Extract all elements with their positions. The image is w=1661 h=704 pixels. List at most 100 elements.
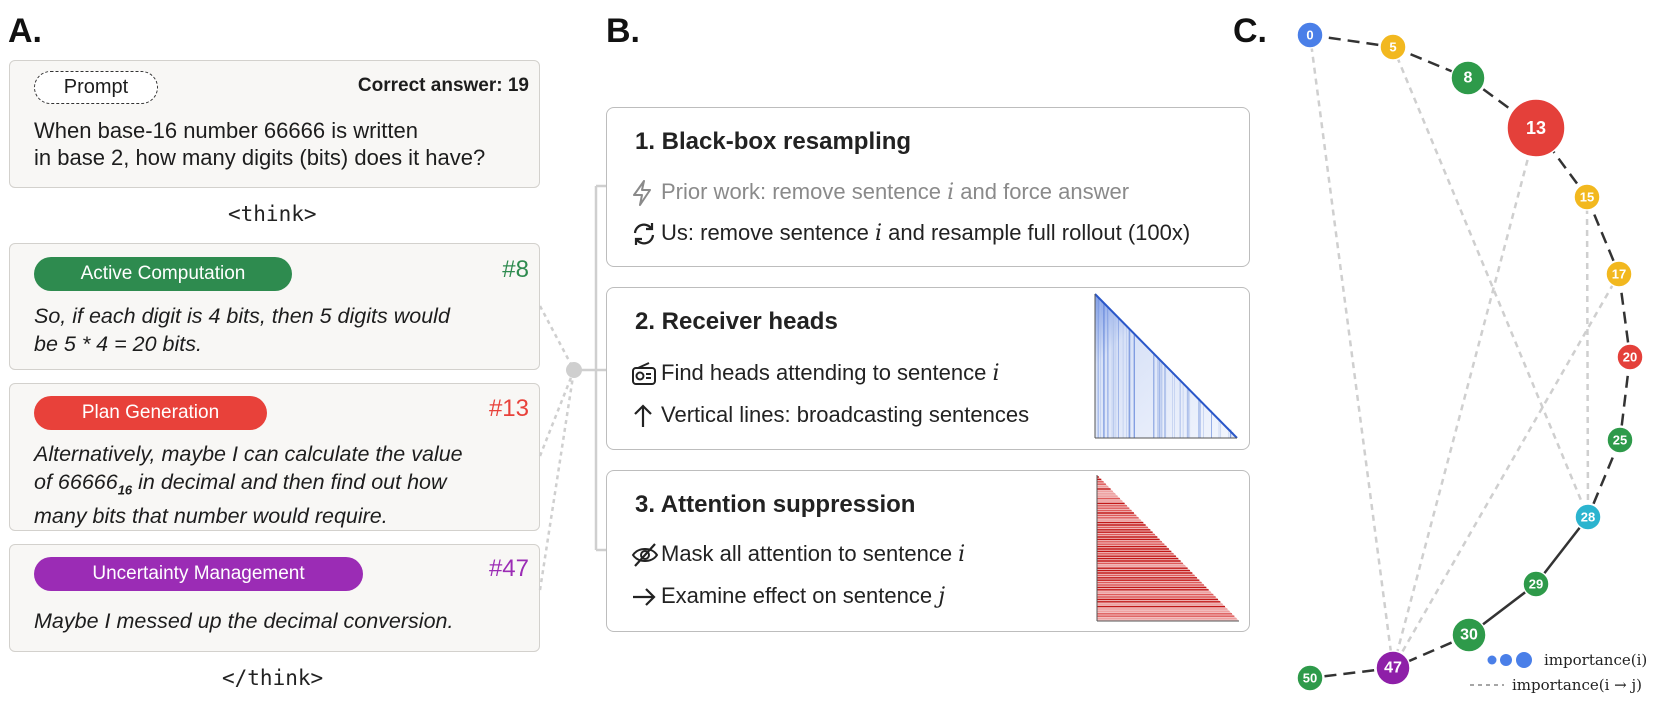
method-box-attention-suppression: 3. Attention suppression Mask all attent… <box>606 470 1250 632</box>
node-label: 0 <box>1306 28 1313 43</box>
panel-b-label: B. <box>606 12 640 50</box>
eye-off-icon <box>631 542 661 568</box>
sentence-card-8: Active Computation #8 So, if each digit … <box>9 243 540 370</box>
sentence-node-17: 17 <box>1605 260 1633 288</box>
prompt-pill: Prompt <box>34 71 158 104</box>
method-text: and resample full rollout (100x) <box>882 220 1191 245</box>
think-open-tag: <think> <box>228 202 317 226</box>
method-line: Prior work: remove sentence i and force … <box>631 179 1130 207</box>
sequence-edge <box>1586 439 1622 518</box>
arrow-right-icon <box>631 585 661 609</box>
correct-answer: Correct answer: 19 <box>357 75 529 96</box>
node-circle <box>1375 650 1411 686</box>
connector <box>538 184 606 591</box>
node-label: 29 <box>1529 577 1543 592</box>
legend-dot <box>1487 655 1497 665</box>
dependency-edge <box>1391 273 1621 669</box>
legend-dot <box>1516 652 1532 668</box>
sentence-number: #47 <box>488 555 529 582</box>
sequence-edge <box>1617 273 1632 358</box>
sentence-card-47: Uncertainty Management #47 Maybe I messe… <box>9 544 540 652</box>
sentence-node-28: 28 <box>1574 503 1602 531</box>
lightning-icon <box>631 180 661 207</box>
sequence-edge <box>1534 127 1589 198</box>
sentence-node-30: 30 <box>1451 617 1487 653</box>
think-close-tag: </think> <box>222 666 324 690</box>
node-label: 17 <box>1612 267 1626 282</box>
legend-dot <box>1500 654 1512 666</box>
method-text: Find heads attending to sentence <box>661 360 993 385</box>
sentence-node-15: 15 <box>1573 183 1601 211</box>
sentence-number: #8 <box>502 256 529 283</box>
node-circle <box>1573 183 1601 211</box>
sentence-node-29: 29 <box>1522 570 1550 598</box>
method-text: Vertical lines: broadcasting sentences <box>661 402 1030 427</box>
sentence-variable: j <box>938 584 946 609</box>
box-title: 2. Receiver heads <box>635 308 838 335</box>
sequence-edge <box>1618 356 1632 441</box>
node-circle <box>1296 21 1324 49</box>
method-text: and force answer <box>954 179 1130 204</box>
node-label: 8 <box>1464 70 1473 87</box>
node-circle <box>1450 60 1486 96</box>
sentence-node-5: 5 <box>1379 33 1407 61</box>
method-box-resampling: 1. Black-box resampling Prior work: remo… <box>606 107 1250 267</box>
node-circle <box>1379 33 1407 61</box>
legend-edge-label: importance(i → j) <box>1512 676 1642 694</box>
panel-a-label: A. <box>8 12 42 50</box>
prompt-line: in base 2, how many digits (bits) does i… <box>34 145 486 170</box>
sentence-number: #13 <box>488 395 529 422</box>
node-circle <box>1605 260 1633 288</box>
method-text: Examine effect on sentence <box>661 583 939 608</box>
sentence-text: So, if each digit is 4 bits, then 5 digi… <box>34 303 529 358</box>
sentence-fragment: of 66666 <box>34 469 118 494</box>
category-tag: Plan Generation <box>34 396 267 430</box>
method-text: Us: remove sentence <box>661 220 875 245</box>
sentence-line: Alternatively, maybe I can calculate the… <box>34 442 463 466</box>
radio-icon <box>631 362 661 386</box>
method-line: Find heads attending to sentence i <box>631 360 1000 386</box>
sequence-edge <box>1392 633 1470 670</box>
sequence-edge <box>1585 196 1621 275</box>
sentence-text: Alternatively, maybe I can calculate the… <box>34 441 529 531</box>
node-label: 20 <box>1623 350 1637 365</box>
node-label: 13 <box>1526 118 1546 138</box>
dependency-edge <box>1391 127 1538 669</box>
node-label: 50 <box>1303 671 1317 686</box>
box-title: 1. Black-box resampling <box>635 128 912 155</box>
node-circle <box>1574 503 1602 531</box>
method-line: Mask all attention to sentence i <box>631 541 965 568</box>
connector-dash <box>538 369 576 457</box>
node-label: 15 <box>1580 190 1594 205</box>
sentence-line: So, if each digit is 4 bits, then 5 digi… <box>34 304 450 328</box>
node-circle <box>1522 570 1550 598</box>
method-text: Prior work: remove sentence <box>661 179 948 204</box>
base-subscript: 16 <box>117 481 133 497</box>
prompt-text: When base-16 number 66666 is written in … <box>34 117 529 171</box>
node-circle <box>1506 98 1566 158</box>
category-tag: Active Computation <box>34 257 292 291</box>
sentence-line: many bits that number would require. <box>34 504 388 529</box>
node-label: 25 <box>1613 433 1627 448</box>
sentence-node-20: 20 <box>1616 343 1644 371</box>
connector-dash <box>538 369 576 591</box>
method-box-receiver-heads: 2. Receiver heads Find heads attending t… <box>606 287 1250 450</box>
prompt-line: When base-16 number 66666 is written <box>34 118 418 143</box>
sequence-edge <box>1467 76 1537 130</box>
connector-dash <box>538 305 576 371</box>
box-title: 3. Attention suppression <box>635 491 916 518</box>
sequence-edge <box>1535 516 1589 585</box>
sequence-edge <box>1309 33 1394 49</box>
attention-suppression-heatmap <box>1096 475 1239 622</box>
node-label: 5 <box>1389 40 1396 55</box>
sentence-variable: i <box>992 361 1000 386</box>
node-circle <box>1451 617 1487 653</box>
sentence-node-13: 13 <box>1506 98 1566 158</box>
sentence-node-0: 0 <box>1296 21 1324 49</box>
node-label: 28 <box>1581 510 1595 525</box>
sentence-line: of 6666616 in decimal and then find out … <box>34 469 529 504</box>
sentence-line: be 5 * 4 = 20 bits. <box>34 331 202 356</box>
dependency-edge <box>1585 196 1590 518</box>
sentence-variable: i <box>947 180 955 205</box>
